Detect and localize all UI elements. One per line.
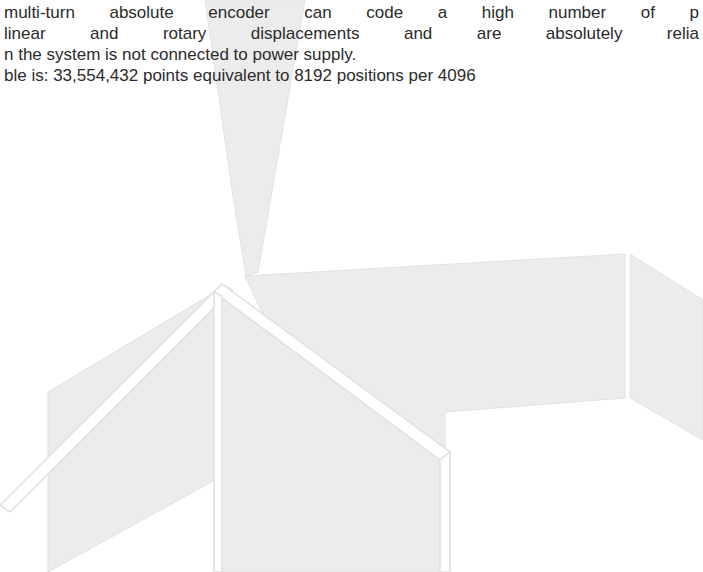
panel-edge xyxy=(214,292,222,572)
body-text-line: ble is: 33,554,432 points equivalent to … xyxy=(4,65,476,86)
right-bar xyxy=(214,284,450,460)
body-text-line: linear and rotary displacements and are … xyxy=(4,23,699,44)
body-text-line: multi-turn absolute encoder can code a h… xyxy=(4,2,699,23)
far-right-panel xyxy=(630,254,703,440)
body-text-line: n the system is not connected to power s… xyxy=(4,44,356,65)
bar-end xyxy=(440,452,450,572)
left-bar xyxy=(0,284,232,512)
